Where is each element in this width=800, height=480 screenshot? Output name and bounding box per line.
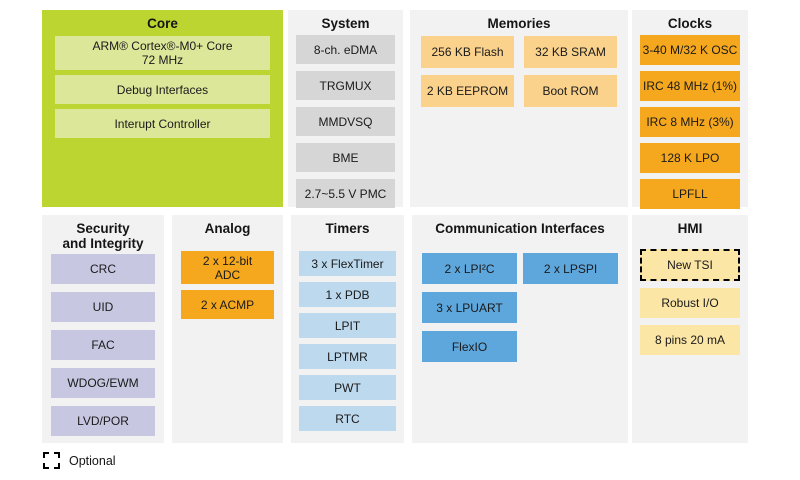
block-bme: BME — [296, 143, 395, 172]
block-lpi2c: 2 x LPI²C — [422, 253, 517, 284]
legend-optional: Optional — [43, 452, 116, 469]
panel-system-blocks: 8-ch. eDMA TRGMUX MMDVSQ BME 2.7~5.5 V P… — [296, 35, 395, 208]
block-trgmux: TRGMUX — [296, 71, 395, 100]
block-adc: 2 x 12-bit ADC — [181, 251, 274, 284]
block-lpit: LPIT — [299, 313, 396, 338]
panel-hmi-blocks: New TSI Robust I/O 8 pins 20 mA — [640, 249, 740, 355]
block-8-pins-20ma: 8 pins 20 mA — [640, 325, 740, 355]
block-pwt: PWT — [299, 375, 396, 400]
block-lpfll: LPFLL — [640, 179, 740, 209]
block-flash: 256 KB Flash — [421, 36, 514, 68]
panel-clocks: Clocks 3-40 M/32 K OSC IRC 48 MHz (1%) I… — [632, 10, 748, 209]
block-lptmr: LPTMR — [299, 344, 396, 369]
panel-timers-blocks: 3 x FlexTimer 1 x PDB LPIT LPTMR PWT RTC — [299, 251, 396, 431]
block-lpuart: 3 x LPUART — [422, 292, 517, 323]
block-lpspi: 2 x LPSPI — [523, 253, 618, 284]
panel-comm-title: Communication Interfaces — [435, 221, 605, 236]
panel-security-and-integrity: Security and Integrity CRC UID FAC WDOG/… — [42, 215, 164, 443]
panel-core: Core ARM® Cortex®-M0+ Core 72 MHz Debug … — [42, 10, 283, 207]
block-rtc: RTC — [299, 406, 396, 431]
panel-security-title: Security and Integrity — [62, 221, 144, 251]
block-uid: UID — [51, 292, 155, 322]
block-boot-rom: Boot ROM — [524, 75, 617, 107]
panel-clocks-title: Clocks — [667, 16, 713, 31]
panel-system: System 8-ch. eDMA TRGMUX MMDVSQ BME 2.7~… — [288, 10, 403, 208]
block-debug-interfaces: Debug Interfaces — [55, 75, 270, 104]
block-osc: 3-40 M/32 K OSC — [640, 35, 740, 65]
optional-dashed-box-icon — [43, 452, 60, 469]
block-lpo: 128 K LPO — [640, 143, 740, 173]
block-wdog-ewm: WDOG/EWM — [51, 368, 155, 398]
panel-memories-blocks: 256 KB Flash 32 KB SRAM 2 KB EEPROM Boot… — [421, 36, 617, 107]
panel-communication-interfaces: Communication Interfaces 2 x LPI²C 2 x L… — [412, 215, 628, 443]
panel-security-blocks: CRC UID FAC WDOG/EWM LVD/POR — [51, 254, 155, 436]
panel-system-title: System — [321, 16, 370, 31]
block-crc: CRC — [51, 254, 155, 284]
block-fac: FAC — [51, 330, 155, 360]
block-arm-cortex-m0-core: ARM® Cortex®-M0+ Core 72 MHz — [55, 36, 270, 70]
panel-core-title: Core — [147, 16, 178, 31]
block-flextimer: 3 x FlexTimer — [299, 251, 396, 276]
block-lvd-por: LVD/POR — [51, 406, 155, 436]
panel-hmi: HMI New TSI Robust I/O 8 pins 20 mA — [632, 215, 748, 443]
block-edma: 8-ch. eDMA — [296, 35, 395, 64]
panel-timers: Timers 3 x FlexTimer 1 x PDB LPIT LPTMR … — [291, 215, 404, 443]
block-pmc: 2.7~5.5 V PMC — [296, 179, 395, 208]
panel-clocks-blocks: 3-40 M/32 K OSC IRC 48 MHz (1%) IRC 8 MH… — [640, 35, 740, 209]
panel-memories: Memories 256 KB Flash 32 KB SRAM 2 KB EE… — [410, 10, 628, 207]
block-robust-io: Robust I/O — [640, 288, 740, 318]
legend-optional-label: Optional — [69, 453, 116, 468]
block-interrupt-controller: Interupt Controller — [55, 109, 270, 138]
panel-analog-blocks: 2 x 12-bit ADC 2 x ACMP — [181, 251, 274, 319]
block-acmp: 2 x ACMP — [181, 290, 274, 319]
panel-hmi-title: HMI — [677, 221, 703, 236]
block-eeprom: 2 KB EEPROM — [421, 75, 514, 107]
panel-core-blocks: ARM® Cortex®-M0+ Core 72 MHz Debug Inter… — [55, 36, 270, 138]
block-pdb: 1 x PDB — [299, 282, 396, 307]
block-irc-48mhz: IRC 48 MHz (1%) — [640, 71, 740, 101]
block-irc-8mhz: IRC 8 MHz (3%) — [640, 107, 740, 137]
panel-memories-title: Memories — [487, 16, 551, 31]
panel-comm-blocks: 2 x LPI²C 2 x LPSPI 3 x LPUART FlexIO — [422, 253, 618, 362]
panel-analog-title: Analog — [204, 221, 251, 236]
block-new-tsi-optional: New TSI — [640, 249, 740, 281]
block-sram: 32 KB SRAM — [524, 36, 617, 68]
block-mmdvsq: MMDVSQ — [296, 107, 395, 136]
panel-analog: Analog 2 x 12-bit ADC 2 x ACMP — [172, 215, 283, 443]
block-flexio: FlexIO — [422, 331, 517, 362]
panel-timers-title: Timers — [325, 221, 370, 236]
